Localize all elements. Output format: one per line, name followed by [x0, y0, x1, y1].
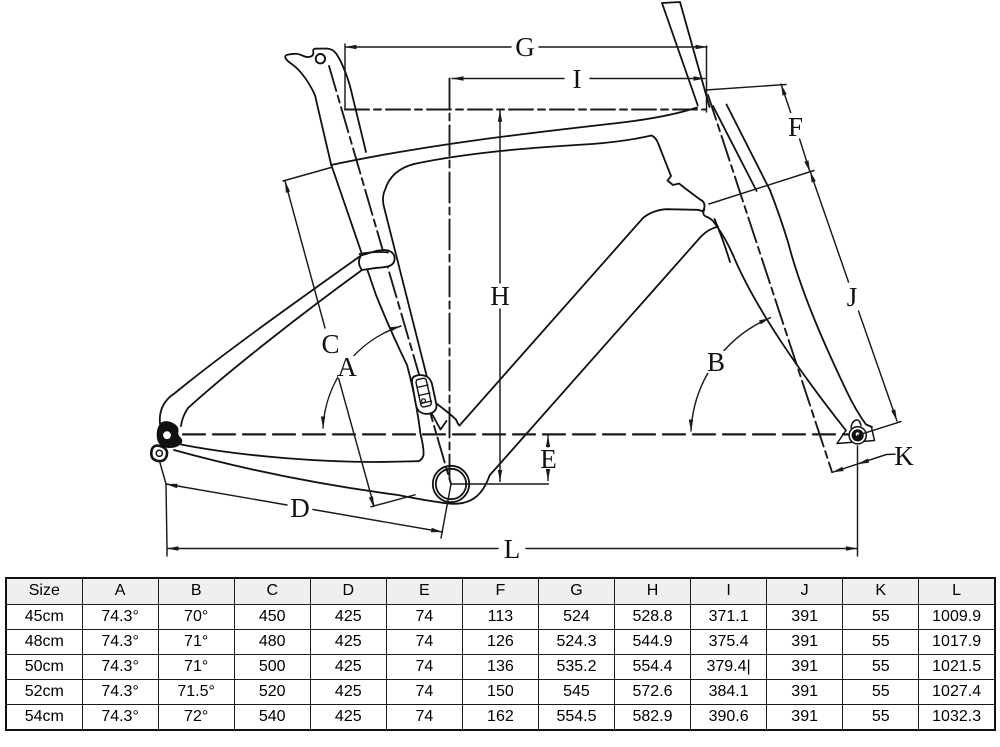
svg-text:C: C — [321, 329, 339, 359]
svg-text:B: B — [707, 347, 725, 377]
svg-text:L: L — [504, 534, 521, 564]
svg-text:K: K — [894, 441, 914, 471]
svg-text:F: F — [788, 112, 803, 142]
svg-text:G: G — [515, 32, 535, 62]
svg-text:H: H — [490, 281, 510, 311]
svg-text:E: E — [540, 444, 557, 474]
svg-text:A: A — [337, 352, 357, 382]
svg-text:I: I — [573, 64, 582, 94]
svg-text:J: J — [847, 282, 858, 312]
svg-text:D: D — [290, 493, 310, 523]
